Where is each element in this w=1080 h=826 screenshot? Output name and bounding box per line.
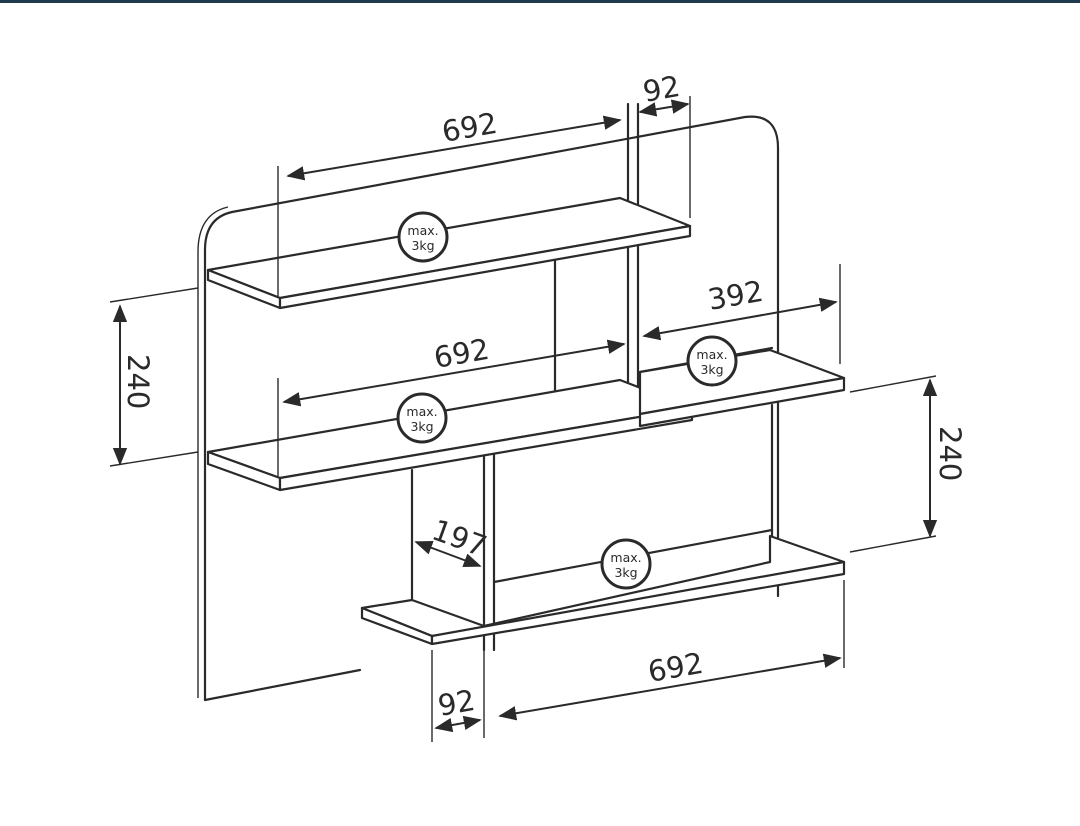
top-border xyxy=(0,0,1080,3)
load-badge-top: max. 3kg xyxy=(397,211,449,263)
dim-divider-depth: 197 xyxy=(414,513,492,568)
load-badge-bottom: max. 3kg xyxy=(600,538,652,590)
bottom-shelf-depth-label: 92 xyxy=(435,683,477,723)
top-shelf xyxy=(206,196,692,310)
load-badge-line2: 3kg xyxy=(700,362,723,377)
load-badge-line1: max. xyxy=(610,550,641,565)
load-badge-line1: max. xyxy=(696,347,727,362)
load-badge-middle: max. 3kg xyxy=(396,392,448,444)
right-height-label: 240 xyxy=(933,426,967,481)
right-shelf-width-label: 392 xyxy=(705,274,765,317)
top-shelf-depth-label: 92 xyxy=(640,69,682,109)
dim-bottom-shelf-width: 692 xyxy=(498,580,845,721)
dim-right-height: 240 xyxy=(849,375,967,553)
dim-right-shelf-width: 392 xyxy=(642,264,841,364)
load-badge-line1: max. xyxy=(406,404,437,419)
right-shelf xyxy=(638,348,846,428)
load-badge-line1: max. xyxy=(407,223,438,238)
load-badge-right: max. 3kg xyxy=(686,335,738,387)
dim-top-shelf-width: 692 xyxy=(277,106,622,296)
load-badge-line2: 3kg xyxy=(614,565,637,580)
load-badge-line2: 3kg xyxy=(411,238,434,253)
left-height-label: 240 xyxy=(121,354,155,409)
dim-left-height: 240 xyxy=(109,287,199,467)
load-badge-line2: 3kg xyxy=(410,419,433,434)
dim-bottom-shelf-depth: 92 xyxy=(431,650,485,742)
dividers xyxy=(410,102,774,652)
dim-middle-shelf-width: 692 xyxy=(277,332,626,476)
middle-shelf xyxy=(206,378,694,492)
bottom-shelf xyxy=(360,534,846,646)
divider-depth-label: 197 xyxy=(428,513,492,564)
dim-top-shelf-depth: 92 xyxy=(638,69,691,218)
